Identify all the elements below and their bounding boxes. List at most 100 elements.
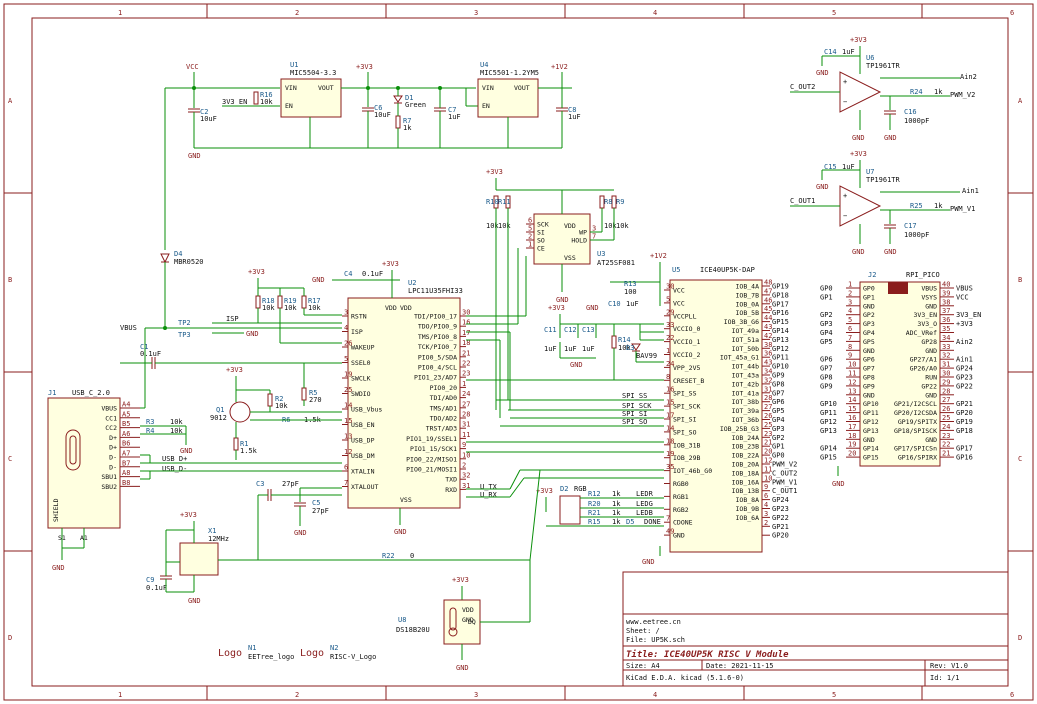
u2-pin-name: PIO1_23/AD7 [414,374,457,382]
u5-pin-net: GP21 [772,523,789,531]
j2-pin-name: GP19/SPITX [898,418,937,426]
j2-pin-name: 3V3_EN [914,311,938,319]
tb-id: Id: 1/1 [930,674,960,682]
j2-pin-net: GP19 [956,418,973,426]
u5-pin-num: 36 [764,350,772,358]
j2-pin-name: GP18/SPISCK [894,427,937,435]
x1-body [179,542,219,576]
u5-pin-name: IOB_25B_G3 [720,425,759,433]
u5-pin-num: 47 [764,287,772,295]
u2-pin-num: 11 [462,431,470,439]
u2-pin-num: 5 [344,355,348,363]
j2-value: RPI_PICO [906,271,940,279]
r19-ref: R19 [284,297,297,305]
col-label: 4 [653,691,657,699]
u2-pin-name: TMS/AD1 [430,404,457,412]
u2-pin-name: ISP [351,328,363,336]
j1-pin-num: B7 [122,459,130,467]
j2-pin-num: 34 [942,334,950,342]
j2-pin-name: GP11 [863,409,879,417]
c8-ref: C8 [568,106,576,114]
col-label: 4 [653,9,657,17]
u2-pin-num: 6 [344,464,348,472]
u2-pin-name: SWCLK [351,375,371,383]
j2-pin-net: GP9 [820,382,833,390]
tp3-ref: TP3 [178,331,191,339]
r10-value: 10k [486,222,499,230]
j2-pin-name: GP21/I2CSCL [894,400,937,408]
j2-pin-num: 20 [848,450,856,458]
u5-pin: RGB2 [664,506,689,514]
j2-pin-num: 3 [848,298,852,306]
j2-pin-num: 27 [942,396,950,404]
u5-pin-net: GP12 [772,345,789,353]
j2-pin-num: 12 [848,378,856,386]
j1-pin-num: A8 [122,469,130,477]
u5-pin-name: SPI_SI [673,416,697,424]
u5-pin-num: 48 [764,279,772,287]
j2-pin-num: 40 [942,281,950,289]
u5-pin-name: IOB_20A [732,461,759,469]
u5-pin-num: 3 [764,510,768,518]
j2-pin-num: 39 [942,289,950,297]
vbus-section: D4 MBR0520 VBUS C1 0.1uF TP2 TP3 ISP GND [120,250,342,408]
j2-pin-net: 3V3_EN [956,311,981,319]
j2-pin-name: GND [925,302,937,310]
j2-pin-net: Ain2 [956,338,973,346]
u2-pin-num: 1 [462,380,466,388]
u2-pin-num: 23 [462,370,470,378]
u2-pin-name: USB_DM [351,452,375,460]
u3-pin-num: 3 [592,225,596,233]
u5-pin-num: 45 [764,305,772,313]
gnd-c17: GND [884,248,897,256]
c4-value: 0.1uF [362,270,383,278]
u1-value: MIC5504-3.3 [290,69,336,77]
net-u-tx: U_TX [480,483,498,491]
c10-value: 1uF [626,300,639,308]
u2-vss: VSS [400,496,412,504]
u1-pin-vout: VOUT [318,84,334,92]
outer-frame [3,3,1034,701]
u2-pin-name: RSTN [351,313,367,321]
u5-pin-name: RGB0 [673,480,689,488]
u6-ref: U6 [866,54,874,62]
u2-value: LPC11U35FHI33 [408,287,463,295]
u5-pin-name: IOT_36b [732,416,759,424]
u3-vss: VSS [564,254,576,262]
net-ain2: Ain2 [960,73,977,81]
gnd-tp3: GND [246,330,259,338]
uart-nets: U_TX U_RX [466,469,664,499]
j1-pin: D+B6 [109,440,140,452]
j2-pin-num: 5 [848,316,852,324]
c17-ref: C17 [904,222,917,230]
j2-pin-num: 24 [942,423,950,431]
u5-pin-name: CDONE [673,519,693,527]
col-label: 5 [832,9,836,17]
j2-pin-net: VBUS [956,285,973,293]
u5-pin-name: RGB1 [673,493,689,501]
gnd-j2: GND [832,480,845,488]
n2-value: RISC-V_Logo [330,653,376,661]
j2-pin-net: +3V3 [956,320,973,328]
j2-pin-num: 17 [848,423,856,431]
j2-pin-num: 18 [848,432,856,440]
u5-pin-num: 46 [764,296,772,304]
